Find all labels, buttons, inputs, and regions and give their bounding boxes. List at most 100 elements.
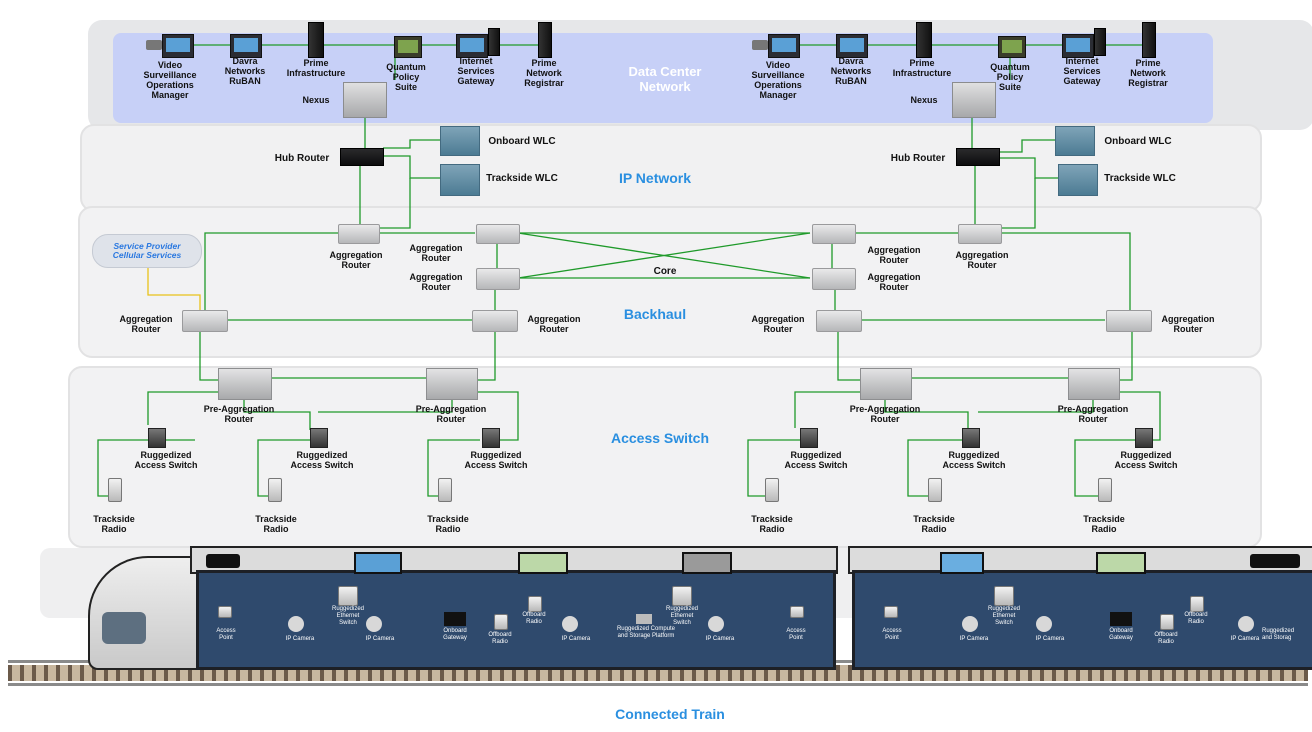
- prime-infra-server-icon[interactable]: [308, 22, 324, 58]
- vsom-server-icon[interactable]: [162, 34, 194, 58]
- trackside-wlc-icon-left[interactable]: [440, 164, 480, 196]
- trackside-radio-icon[interactable]: [765, 478, 779, 502]
- label-offboard-radio-2: Offboard Radio: [522, 612, 546, 625]
- service-provider-cloud[interactable]: Service Provider Cellular Services: [92, 234, 202, 268]
- trackside-radio-icon[interactable]: [268, 478, 282, 502]
- trackside-wlc-icon-right[interactable]: [1058, 164, 1098, 196]
- label-qps: Quantum Policy Suite: [386, 62, 426, 92]
- pre-aggregation-router-icon[interactable]: [860, 368, 912, 400]
- label-ip-camera-1: IP Camera: [285, 636, 315, 642]
- acc-14: [907, 439, 968, 497]
- label-compute-storage-cut: Ruggedized and Storag: [1262, 628, 1295, 641]
- isg-server-icon[interactable]: [456, 34, 488, 58]
- aggregation-router-icon[interactable]: [812, 224, 856, 244]
- access-point-icon[interactable]: [790, 606, 804, 618]
- camera-icon[interactable]: [752, 40, 768, 50]
- offboard-radio-icon[interactable]: [494, 614, 508, 630]
- isg-tower-icon[interactable]: [1094, 28, 1106, 56]
- ip-camera-icon[interactable]: [1036, 616, 1052, 632]
- label-hub-router-right: Hub Router: [890, 153, 946, 164]
- compute-storage-icon[interactable]: [636, 614, 652, 624]
- trackside-radio-icon[interactable]: [928, 478, 942, 502]
- pre-aggregation-router-icon[interactable]: [426, 368, 478, 400]
- ip-camera-icon[interactable]: [288, 616, 304, 632]
- ethernet-switch-icon[interactable]: [338, 586, 358, 606]
- acc-5: [97, 439, 148, 497]
- offboard-radio-icon[interactable]: [1160, 614, 1174, 630]
- pnr-server-icon[interactable]: [538, 22, 552, 58]
- hub-router-icon-right[interactable]: [956, 148, 1000, 166]
- trackside-radio-icon[interactable]: [108, 478, 122, 502]
- acc-4: [475, 391, 519, 441]
- aggregation-router-icon[interactable]: [812, 268, 856, 290]
- label-trackside-radio-3: Trackside Radio: [427, 514, 469, 534]
- access-switch-title: Access Switch: [610, 430, 710, 446]
- label-eth-switch-1: Ruggedized Ethernet Switch: [331, 606, 365, 626]
- trackside-radio-icon[interactable]: [1098, 478, 1112, 502]
- trackside-radio-icon[interactable]: [438, 478, 452, 502]
- ruggedized-switch-icon[interactable]: [800, 428, 818, 448]
- screen-icon: [940, 552, 984, 574]
- hub-router-icon-left[interactable]: [340, 148, 384, 166]
- label-trackside-radio-6: Trackside Radio: [1083, 514, 1125, 534]
- ip-camera-icon[interactable]: [562, 616, 578, 632]
- isg-tower-icon[interactable]: [488, 28, 500, 56]
- offboard-radio-icon[interactable]: [1190, 596, 1204, 612]
- label-eth-switch-2: Ruggedized Ethernet Switch: [665, 606, 699, 626]
- aggregation-router-icon[interactable]: [958, 224, 1002, 244]
- map-screen-icon: [1096, 552, 1146, 574]
- ethernet-switch-icon[interactable]: [672, 586, 692, 606]
- label-access-point: Access Point: [216, 628, 236, 641]
- aggregation-router-icon[interactable]: [1106, 310, 1152, 332]
- access-point-icon[interactable]: [884, 606, 898, 618]
- prime-infra-server-icon[interactable]: [916, 22, 932, 58]
- label-trackside-radio-5: Trackside Radio: [913, 514, 955, 534]
- ruggedized-switch-icon[interactable]: [1135, 428, 1153, 448]
- onboard-gateway-icon[interactable]: [1110, 612, 1132, 626]
- ip-camera-icon[interactable]: [962, 616, 978, 632]
- qps-laptop-icon[interactable]: [394, 36, 422, 58]
- aggregation-router-icon[interactable]: [476, 224, 520, 244]
- label-agg-router-9: Aggregation Router: [751, 314, 805, 334]
- nexus-switch-icon-right[interactable]: [952, 82, 996, 118]
- aggregation-router-icon[interactable]: [816, 310, 862, 332]
- acc-1: [147, 391, 218, 425]
- davra-server-icon[interactable]: [836, 34, 868, 58]
- qps-laptop-icon[interactable]: [998, 36, 1026, 58]
- label-davra: Davra Networks RuBAN: [224, 56, 266, 86]
- acc-7: [257, 439, 310, 497]
- aggregation-router-icon[interactable]: [472, 310, 518, 332]
- aggregation-router-icon[interactable]: [338, 224, 380, 244]
- label-offboard-radio-3: Offboard Radio: [1154, 632, 1178, 645]
- pre-aggregation-router-icon[interactable]: [1068, 368, 1120, 400]
- ruggedized-switch-icon[interactable]: [310, 428, 328, 448]
- onboard-wlc-icon-left[interactable]: [440, 126, 480, 156]
- acc-10: [884, 396, 969, 430]
- davra-server-icon[interactable]: [230, 34, 262, 58]
- pnr-server-icon[interactable]: [1142, 22, 1156, 58]
- label-qps-right: Quantum Policy Suite: [990, 62, 1030, 92]
- ruggedized-switch-icon[interactable]: [148, 428, 166, 448]
- isg-server-icon[interactable]: [1062, 34, 1094, 58]
- camera-icon[interactable]: [146, 40, 162, 50]
- offboard-radio-icon[interactable]: [528, 596, 542, 612]
- ruggedized-switch-icon[interactable]: [482, 428, 500, 448]
- label-ip-camera-4: IP Camera: [705, 636, 735, 642]
- onboard-gateway-icon[interactable]: [444, 612, 466, 626]
- ip-camera-icon[interactable]: [708, 616, 724, 632]
- ip-camera-icon[interactable]: [366, 616, 382, 632]
- nexus-switch-icon-left[interactable]: [343, 82, 387, 118]
- ruggedized-switch-icon[interactable]: [962, 428, 980, 448]
- ethernet-switch-icon[interactable]: [994, 586, 1014, 606]
- onboard-wlc-icon-right[interactable]: [1055, 126, 1095, 156]
- bh-access-1: [199, 330, 218, 381]
- pre-aggregation-router-icon[interactable]: [218, 368, 272, 400]
- ip-camera-icon[interactable]: [1238, 616, 1254, 632]
- data-center-title: Data Center Network: [628, 64, 702, 94]
- vsom-server-icon[interactable]: [768, 34, 800, 58]
- aggregation-router-icon[interactable]: [182, 310, 228, 332]
- aggregation-router-icon[interactable]: [476, 268, 520, 290]
- label-trackside-radio-1: Trackside Radio: [93, 514, 135, 534]
- label-offboard-radio-4: Offboard Radio: [1184, 612, 1208, 625]
- access-point-icon[interactable]: [218, 606, 232, 618]
